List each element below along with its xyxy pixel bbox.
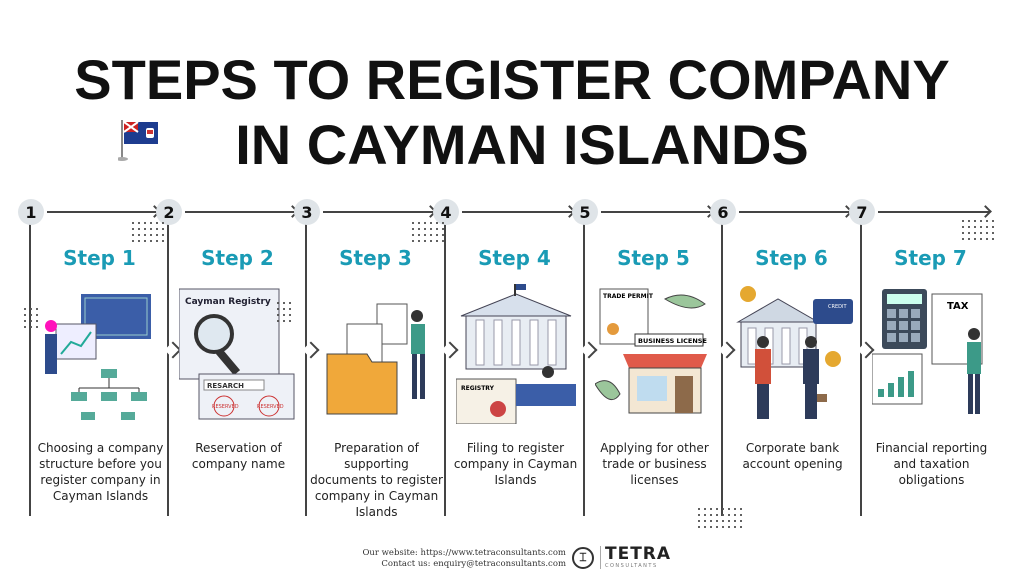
svg-text:RESERVED: RESERVED xyxy=(257,404,284,410)
step-number-badge: 7 xyxy=(849,199,875,225)
arrow-right-icon xyxy=(462,211,574,213)
title-line-2: IN CAYMAN ISLANDS xyxy=(235,113,809,176)
svg-text:TRADE PERMIT: TRADE PERMIT xyxy=(603,293,654,300)
svg-text:TAX: TAX xyxy=(947,301,969,312)
step-label: Step 4 xyxy=(478,246,551,270)
storefront-license-icon: TRADE PERMIT BUSINESS LICENSE xyxy=(595,288,707,414)
step-column-3: 3 Step 3 Preparation of supporting docum… xyxy=(294,199,444,519)
government-building-icon: REGISTRY xyxy=(456,284,576,424)
step-number-badge: 3 xyxy=(294,199,320,225)
step-number-badge: 6 xyxy=(710,199,736,225)
step-description: Choosing a company structure before you … xyxy=(37,441,164,503)
calculator-tax-icon: TAX xyxy=(872,289,983,414)
contact-email[interactable]: Contact us: enquiry@tetraconsultants.com xyxy=(381,559,566,569)
decor-dots xyxy=(22,306,40,328)
step-number-badge: 1 xyxy=(18,199,44,225)
step-column-1: 1 Step 1 Choosing a company structure be… xyxy=(18,199,168,516)
document-folder-icon xyxy=(326,303,425,415)
logo-sub: CONSULTANTS xyxy=(605,563,658,569)
step-label: Step 1 xyxy=(63,246,136,270)
cayman-flag-icon xyxy=(118,120,158,161)
svg-text:REGISTRY: REGISTRY xyxy=(461,385,495,392)
decor-dots xyxy=(696,506,746,528)
step-column-7: 7 Step 7 TAX Financial reporting and tax… xyxy=(849,199,999,516)
step-description: Preparation of supporting documents to r… xyxy=(310,441,443,519)
decor-dots xyxy=(275,300,293,322)
title-line-1: STEPS TO REGISTER COMPANY xyxy=(74,48,950,111)
svg-text:CREDIT: CREDIT xyxy=(828,304,847,310)
arrow-right-icon xyxy=(185,211,297,213)
bank-handshake-icon: CREDIT xyxy=(736,286,853,419)
org-chart-blueprint-icon xyxy=(45,294,151,420)
step-description: Applying for other trade or business lic… xyxy=(600,441,709,487)
step-label: Step 5 xyxy=(617,246,690,270)
step-column-4: 4 Step 4 REGISTRY Filing to register com… xyxy=(433,199,583,516)
logo-name: TETRA xyxy=(605,544,672,564)
step-column-5: 5 Step 5 TRADE PERMIT BUSINESS LICENSE Ap… xyxy=(572,199,722,516)
step-label: Step 7 xyxy=(894,246,967,270)
decor-dots xyxy=(410,220,446,242)
arrow-right-icon xyxy=(323,211,435,213)
website-link[interactable]: Our website: https://www.tetraconsultant… xyxy=(362,548,566,558)
step-number-badge: 5 xyxy=(572,199,598,225)
arrow-right-icon xyxy=(47,211,159,213)
step-label: Step 2 xyxy=(201,246,274,270)
step-description: Corporate bank account opening xyxy=(742,441,843,471)
svg-text:RESARCH: RESARCH xyxy=(207,382,244,390)
step-label: Step 3 xyxy=(339,246,412,270)
footer-contact: Our website: https://www.tetraconsultant… xyxy=(318,548,566,570)
step-description: Filing to register company in Cayman Isl… xyxy=(453,441,578,487)
step-description: Financial reporting and taxation obligat… xyxy=(875,441,988,487)
decor-dots xyxy=(960,218,996,240)
svg-text:RESERVED: RESERVED xyxy=(212,404,239,410)
arrow-right-icon xyxy=(739,211,851,213)
svg-text:BUSINESS LICENSE: BUSINESS LICENSE xyxy=(638,337,707,345)
decor-dots xyxy=(130,220,166,242)
arrow-right-icon xyxy=(878,211,990,213)
step-column-6: 6 Step 6 CREDIT Corporate bank account o… xyxy=(710,199,860,516)
arrow-right-icon xyxy=(601,211,713,213)
tetra-logo-mark-icon: ⌶ xyxy=(572,546,594,569)
step-description: Reservation of company name xyxy=(191,441,286,471)
art-text: Cayman Registry xyxy=(185,297,271,307)
step-label: Step 6 xyxy=(755,246,828,270)
